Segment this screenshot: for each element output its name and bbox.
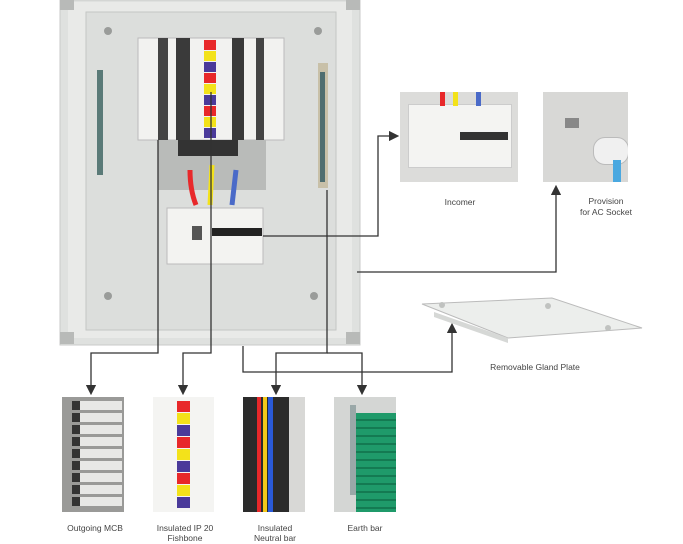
callout-fishbone (177, 92, 212, 396)
mcb-thumb-row (72, 485, 122, 494)
callout-outgoing-mcb (85, 140, 159, 396)
callout-gland-plate (242, 322, 458, 373)
right-earth-bar (318, 63, 328, 188)
ac-socket-image (543, 92, 628, 182)
mcb-thumb-row (72, 461, 122, 470)
fishbone-thumb-segment (177, 437, 190, 448)
fishbone-segment (204, 62, 216, 72)
fishbone-thumb-segment (177, 425, 190, 436)
callout-earth-bar (327, 352, 368, 396)
label-fishbone-line1: Insulated IP 20 (156, 523, 214, 533)
fishbone-segment (204, 73, 216, 83)
fishbone-thumb-segment (177, 485, 190, 496)
callout-ac-socket (357, 184, 562, 273)
fishbone-segment (204, 40, 216, 50)
fishbone-segment (204, 95, 216, 105)
mcb-thumb-row (72, 437, 122, 446)
fishbone-thumb-segment (177, 401, 190, 412)
fishbone-thumb-segment (177, 497, 190, 508)
mcb-thumb-row (72, 425, 122, 434)
fishbone-segment (204, 51, 216, 61)
outgoing-mcb-image (62, 397, 124, 512)
fishbone-thumb-segment (177, 461, 190, 472)
fishbone-thumb-segment (177, 413, 190, 424)
earth-bar-image (334, 397, 396, 512)
label-outgoing-mcb: Outgoing MCB (67, 523, 123, 533)
fishbone-thumb-segment (177, 449, 190, 460)
fishbone-segment (204, 117, 216, 127)
mcb-thumb-row (72, 497, 122, 506)
callout-incomer (263, 130, 400, 237)
label-incomer: Incomer (444, 197, 476, 207)
label-ac-socket-line2: for AC Socket (580, 207, 632, 217)
label-neutral-line1: Insulated (257, 523, 293, 533)
neutral-bar-image (243, 397, 305, 512)
incomer-mount-plate (158, 140, 266, 206)
label-neutral-line2: Neutral bar (253, 533, 297, 543)
mcb-thumb-row (72, 413, 122, 422)
fishbone-segment (204, 106, 216, 116)
left-terminal-bar (97, 70, 103, 175)
fishbone-segment (204, 84, 216, 94)
mcb-thumb-row (72, 449, 122, 458)
label-gland-plate: Removable Gland Plate (490, 362, 580, 372)
mcb-thumb-row (72, 401, 122, 410)
label-earth-bar: Earth bar (347, 523, 383, 533)
fishbone-segment (204, 128, 216, 138)
fishbone-color-strip (204, 40, 216, 138)
incomer-image (400, 92, 518, 182)
incomer-rccb (166, 207, 264, 265)
mcb-thumb-row (72, 473, 122, 482)
label-fishbone-line2: Fishbone (167, 533, 203, 543)
label-ac-socket-line1: Provision (588, 196, 624, 206)
fishbone-thumb-segment (177, 473, 190, 484)
fishbone-image (153, 397, 214, 512)
